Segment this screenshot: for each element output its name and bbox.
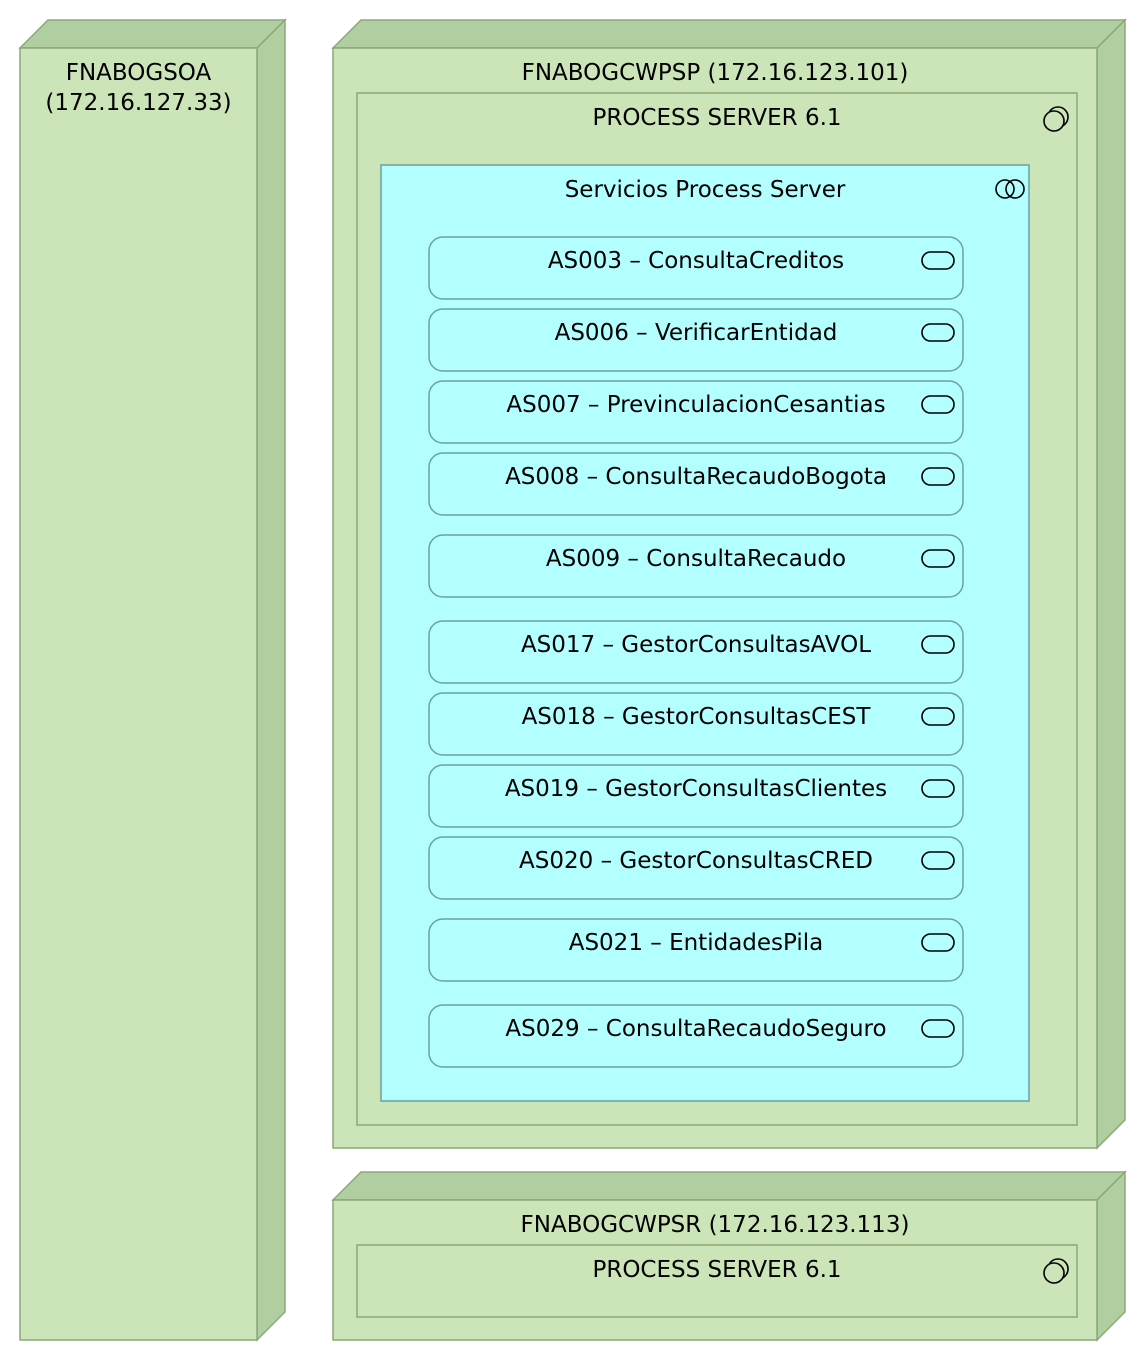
- service-label: AS029 – ConsultaRecaudoSeguro: [505, 1016, 887, 1042]
- node-front-face: [19, 47, 258, 1341]
- application-service-box[interactable]: [428, 452, 964, 516]
- node-name: FNABOGSOA: [65, 60, 212, 86]
- application-service-box[interactable]: [428, 620, 964, 684]
- node-ip: (172.16.127.33): [45, 90, 232, 116]
- application-service-icon: [921, 779, 955, 798]
- system-software-icon: [1043, 106, 1069, 132]
- service-label: AS003 – ConsultaCreditos: [547, 248, 845, 274]
- service-label: AS006 – VerificarEntidad: [554, 320, 838, 346]
- node-top-face: [331, 19, 1127, 49]
- application-service-icon: [921, 635, 955, 654]
- application-service-icon: [921, 323, 955, 342]
- service-label: AS009 – ConsultaRecaudo: [545, 546, 847, 572]
- service-label: AS007 – PrevinculacionCesantias: [506, 392, 886, 418]
- node-title: FNABOGCWPSP (172.16.123.101): [521, 60, 909, 86]
- system-software-icon: [1043, 1258, 1069, 1284]
- service-label: AS017 – GestorConsultasAVOL: [520, 632, 872, 658]
- application-service-icon: [921, 933, 955, 952]
- node-top-face: [331, 1171, 1127, 1201]
- service-label: AS019 – GestorConsultasClientes: [504, 776, 888, 802]
- service-shapes: [428, 236, 964, 1068]
- node-top-face: [18, 19, 287, 49]
- system-software-process-server-2[interactable]: [356, 1244, 1078, 1318]
- node-side-face: [1096, 18, 1126, 1150]
- server-title: PROCESS SERVER 6.1: [592, 105, 842, 131]
- application-service-box[interactable]: [428, 836, 964, 900]
- node-side-face: [1096, 1170, 1126, 1342]
- server-title: PROCESS SERVER 6.1: [592, 1257, 842, 1283]
- application-service-box[interactable]: [428, 918, 964, 982]
- application-service-box[interactable]: [428, 380, 964, 444]
- service-label: AS020 – GestorConsultasCRED: [519, 848, 873, 874]
- application-service-box[interactable]: [428, 236, 964, 300]
- service-label: AS018 – GestorConsultasCEST: [521, 704, 871, 730]
- service-label: AS021 – EntidadesPila: [568, 930, 824, 956]
- node-side-face: [256, 18, 286, 1342]
- application-service-icon: [921, 467, 955, 486]
- service-label: AS008 – ConsultaRecaudoBogota: [505, 464, 887, 490]
- node-fnabogsoa[interactable]: [18, 18, 287, 1342]
- application-service-box[interactable]: [428, 308, 964, 372]
- application-service-box[interactable]: [428, 1004, 964, 1068]
- group-title: Servicios Process Server: [564, 177, 846, 203]
- application-collaboration-icon: [995, 179, 1025, 199]
- node-title: FNABOGCWPSR (172.16.123.113): [520, 1212, 910, 1238]
- application-service-icon: [921, 1019, 955, 1038]
- application-service-box[interactable]: [428, 692, 964, 756]
- application-service-icon: [921, 251, 955, 270]
- application-service-icon: [921, 549, 955, 568]
- application-service-icon: [921, 851, 955, 870]
- application-service-icon: [921, 395, 955, 414]
- application-service-box[interactable]: [428, 534, 964, 598]
- application-service-icon: [921, 707, 955, 726]
- application-service-box[interactable]: [428, 764, 964, 828]
